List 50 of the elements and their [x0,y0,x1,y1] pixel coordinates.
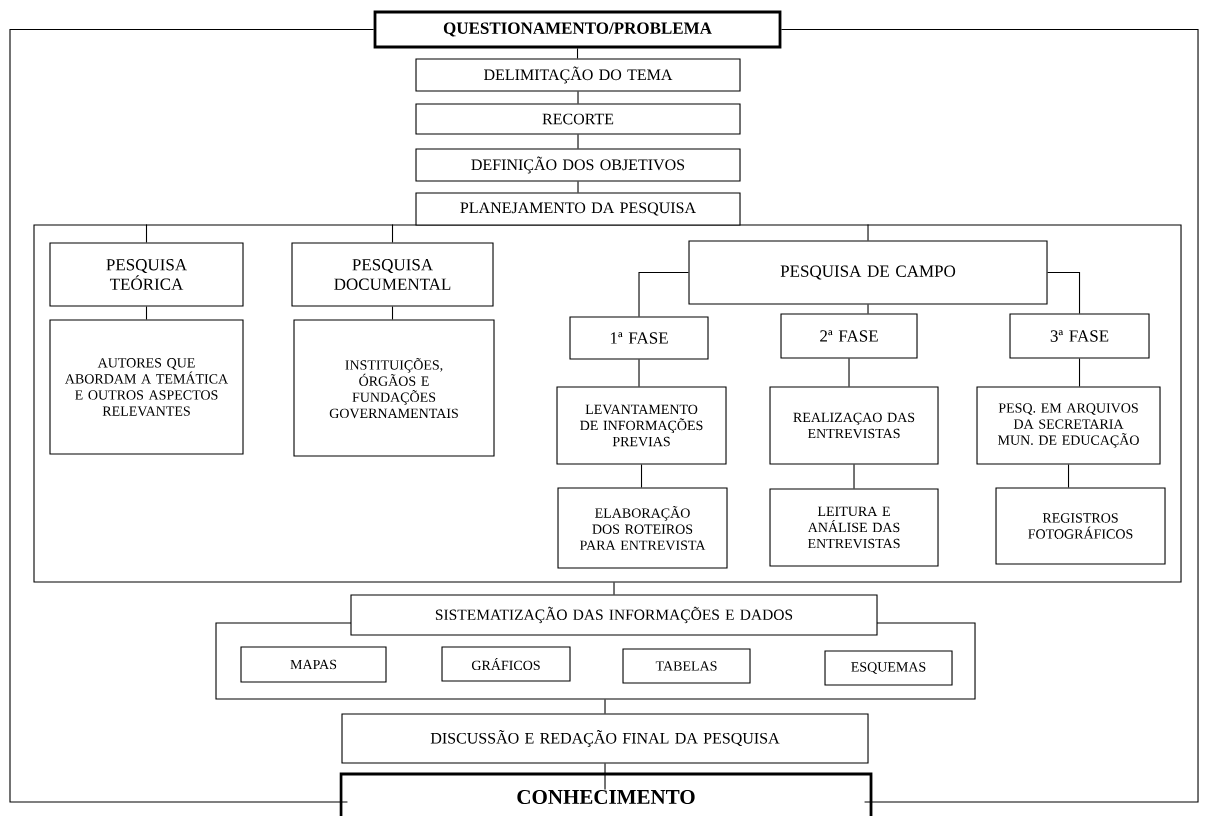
connector-line [638,271,689,317]
process-box: MAPAS [240,646,387,683]
connector-line [853,464,855,489]
connector-line [638,359,640,387]
process-box: RECORTE [415,103,741,135]
process-box: TABELAS [622,648,751,684]
connector-line [391,306,394,320]
process-box: REGISTROS FOTOGRÁFICOS [995,487,1166,565]
process-box: GRÁFICOS [441,646,571,682]
connector-line [867,304,869,314]
connector-line [577,181,579,193]
frame-box [33,224,1182,583]
result-box: CONHECIMENTO [339,772,873,816]
process-box: PESQUISA TEÓRICA [49,242,244,307]
connector-line [640,464,643,488]
connector-line [1078,358,1081,387]
process-box: 2ª FASE [780,313,918,359]
connector-line [1067,464,1070,488]
connector-line [391,223,394,243]
connector-line [867,223,869,241]
process-box: REALIZAÇAO DAS ENTREVISTAS [769,386,939,465]
process-box: QUESTIONAMENTO/PROBLEMA [373,10,782,49]
connector-line [145,223,148,243]
connector-line [780,28,1199,803]
process-box: LEVANTAMENTO DE INFORMAÇÕES PREVIAS [556,386,727,465]
connector-line [577,91,579,104]
process-box: SISTEMATIZAÇÃO DAS INFORMAÇÕES E DADOS [350,594,878,636]
connector-line [1047,271,1081,314]
process-box: INSTITUIÇÕES, ÓRGÃOS E FUNDAÇÕES GOVERNAMENTAIS [293,319,495,457]
process-box: DEFINIÇÃO DOS OBJETIVOS [415,148,741,182]
connector-line [604,699,606,714]
process-box: PESQ. EM ARQUIVOS DA SECRETARIA MUN. DE EDUCAÇÃO [976,386,1161,465]
process-box: PLANEJAMENTO DA PESQUISA [415,192,741,226]
connector-line [613,582,615,595]
process-box: DISCUSSÃO E REDAÇÃO FINAL DA PESQUISA [341,713,869,764]
process-box: AUTORES QUE ABORDAM A TEMÁTICA E OUTROS ASPECTOS RELEVANTES [49,319,244,455]
process-box: ESQUEMAS [824,650,953,686]
connector-line [9,28,375,803]
process-box: PESQUISA DOCUMENTAL [291,242,494,307]
process-box: ELABORAÇÃO DOS ROTEIROS PARA ENTREVISTA [557,487,728,569]
connector-line [145,306,148,320]
connector-line [576,47,579,59]
connector-line [848,358,850,387]
process-box: LEITURA E ANÁLISE DAS ENTREVISTAS [769,488,939,567]
process-box: PESQUISA DE CAMPO [688,240,1048,305]
process-box: DELIMITAÇÃO DO TEMA [415,58,741,92]
process-box: 3ª FASE [1009,313,1150,359]
connector-line [577,134,579,149]
process-box: 1ª FASE [569,316,709,360]
connector-line [604,763,606,790]
